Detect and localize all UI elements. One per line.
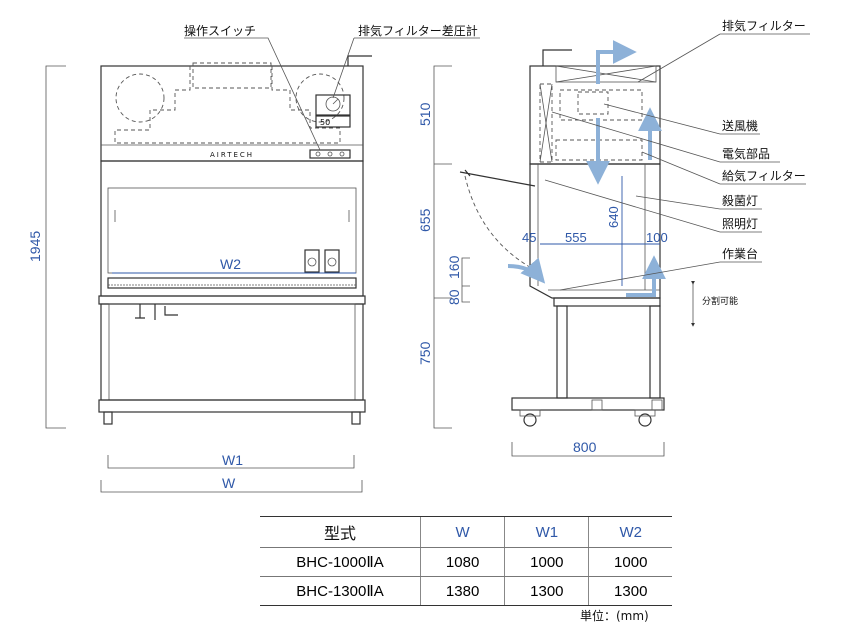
label-electrical-parts: 電気部品	[722, 146, 770, 161]
side-base	[511, 397, 665, 411]
cell-model: BHC-1300ⅡA	[260, 576, 421, 606]
cell-w1: 1000	[504, 547, 589, 577]
header-w1: W1	[504, 516, 589, 548]
label-blower: 送風機	[722, 118, 758, 133]
dim-655: 655	[417, 208, 433, 232]
pressure-gauge	[315, 94, 351, 116]
label-workbench: 作業台	[722, 246, 758, 261]
spec-table-header: 型式 W W1 W2	[260, 516, 672, 548]
dim-750: 750	[417, 341, 433, 365]
table-row: BHC-1000ⅡA 1080 1000 1000	[260, 547, 672, 577]
cell-w: 1380	[419, 576, 505, 606]
dim-height-total: 1945	[27, 231, 43, 262]
dim-w: W	[222, 475, 236, 491]
dim-100: 100	[646, 230, 668, 245]
cell-w2: 1300	[588, 576, 672, 606]
cabinet-technical-drawing: 50 AIRTECH W2 W1 W 1945	[27, 18, 810, 493]
side-work-zone	[529, 163, 661, 299]
label-exhaust-filter: 排気フィルター	[722, 18, 806, 33]
header-w: W	[419, 516, 505, 548]
label-operation-switch: 操作スイッチ	[184, 23, 256, 38]
header-model: 型式	[260, 516, 421, 548]
fan-left-outline	[115, 73, 165, 123]
gauge-reading-text: 50	[320, 118, 330, 127]
front-view: 50 AIRTECH W2 W1 W 1945	[27, 55, 372, 493]
dim-800: 800	[573, 439, 597, 455]
cell-w: 1080	[419, 547, 505, 577]
dim-80: 80	[446, 289, 462, 305]
dim-555: 555	[565, 230, 587, 245]
brand-label: AIRTECH	[210, 151, 254, 159]
airflow-exhaust-arrow	[596, 40, 637, 84]
header-w2: W2	[588, 516, 672, 548]
dim-510: 510	[417, 102, 433, 126]
side-view: 640 45 555 100 510 655 750 160 80 800	[417, 40, 738, 457]
unit-note: 単位：(mm)	[580, 609, 649, 623]
dim-640: 640	[606, 206, 621, 228]
label-lighting-lamp: 照明灯	[722, 217, 758, 231]
cell-model: BHC-1000ⅡA	[260, 547, 421, 577]
table-row: BHC-1300ⅡA 1380 1300 1300	[260, 576, 672, 606]
label-separable: 分割可能	[702, 295, 738, 307]
dim-w1: W1	[222, 452, 243, 468]
label-supply-filter: 給気フィルター	[722, 168, 806, 183]
fan-right-outline	[295, 73, 345, 123]
cell-w2: 1000	[588, 547, 672, 577]
dim-w2: W2	[220, 256, 241, 272]
cell-w1: 1300	[504, 576, 589, 606]
front-upper-housing	[100, 65, 364, 162]
label-exhaust-filter-gauge: 排気フィルター差圧計	[358, 23, 478, 38]
dim-160: 160	[446, 255, 462, 279]
front-work-zone	[100, 160, 364, 297]
spec-table: 型式 W W1 W2 BHC-1000ⅡA 1080 1000 1000 BHC…	[260, 516, 672, 606]
label-germicidal-lamp: 殺菌灯	[722, 194, 758, 208]
dim-45: 45	[522, 230, 536, 245]
operation-switch-panel	[309, 149, 351, 159]
